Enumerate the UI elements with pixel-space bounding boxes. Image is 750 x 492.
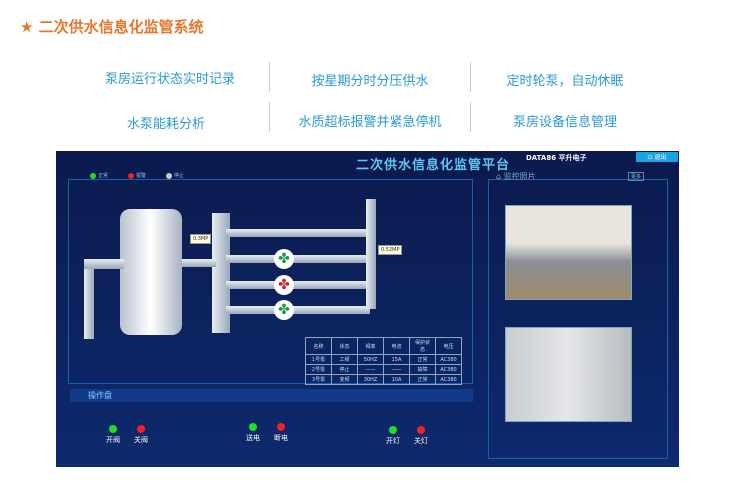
outlet-pressure: 0.52MP [378,245,403,255]
photos-more-button[interactable]: 更多 [628,172,645,181]
pipe [226,229,370,237]
logout-button[interactable]: ⏻ 退出 [636,152,678,162]
manifold [212,213,230,333]
close-valve-button[interactable]: 关阀 [134,425,148,445]
divider [470,102,471,132]
power-icon: ⏻ [647,154,655,161]
water-tank [120,209,182,335]
platform-title: 二次供水信息化监管平台 [356,158,511,173]
pipe [84,259,124,269]
outlet-pipe [366,199,376,309]
photos-frame [488,179,668,459]
pump-3-icon[interactable]: ✤ [274,300,294,320]
light-off-button[interactable]: 关灯 [414,426,428,446]
pipe [226,306,370,314]
open-valve-button[interactable]: 开阀 [106,425,120,445]
feature-2: 按星期分时分压供水 [311,74,429,89]
divider [269,102,270,132]
divider [269,62,270,92]
control-cabinet-photo[interactable] [505,327,632,422]
monitoring-platform: 二次供水信息化监管平台 DATA86 平升电子 ⏻ 退出 ⌂ 监控照片 更多 正… [56,151,679,467]
pipe [84,259,94,339]
power-on-button[interactable]: 送电 [246,423,260,443]
feature-4: 水泵能耗分析 [126,117,205,132]
legend-stop: 停止 [166,172,184,179]
feature-6: 泵房设备信息管理 [512,115,617,130]
photos-title: ⌂ 监控照片 [496,172,536,181]
divider [470,62,471,92]
console-title: 操作盘 [70,389,473,402]
power-off-button[interactable]: 断电 [274,423,288,443]
feature-5: 水质超标报警并紧急停机 [298,115,442,130]
pump-1-icon[interactable]: ✤ [274,249,294,269]
pipe [226,281,370,289]
brand-logo: DATA86 平升电子 [526,154,587,162]
feature-3: 定时轮泵，自动休眠 [506,74,624,89]
pipe [182,259,216,267]
feature-1: 泵房运行状态实时记录 [104,72,235,87]
inlet-pressure: 0.3MP [190,234,212,244]
pipe [226,255,370,263]
legend-normal: 正常 [90,172,108,179]
light-on-button[interactable]: 开灯 [386,426,400,446]
pump-2-icon[interactable]: ✤ [274,275,294,295]
diagram-frame [68,179,473,384]
page-title: ★ 二次供水信息化监管系统 [20,18,204,36]
pump-room-photo[interactable] [505,205,632,300]
legend-alarm: 报警 [128,172,146,179]
